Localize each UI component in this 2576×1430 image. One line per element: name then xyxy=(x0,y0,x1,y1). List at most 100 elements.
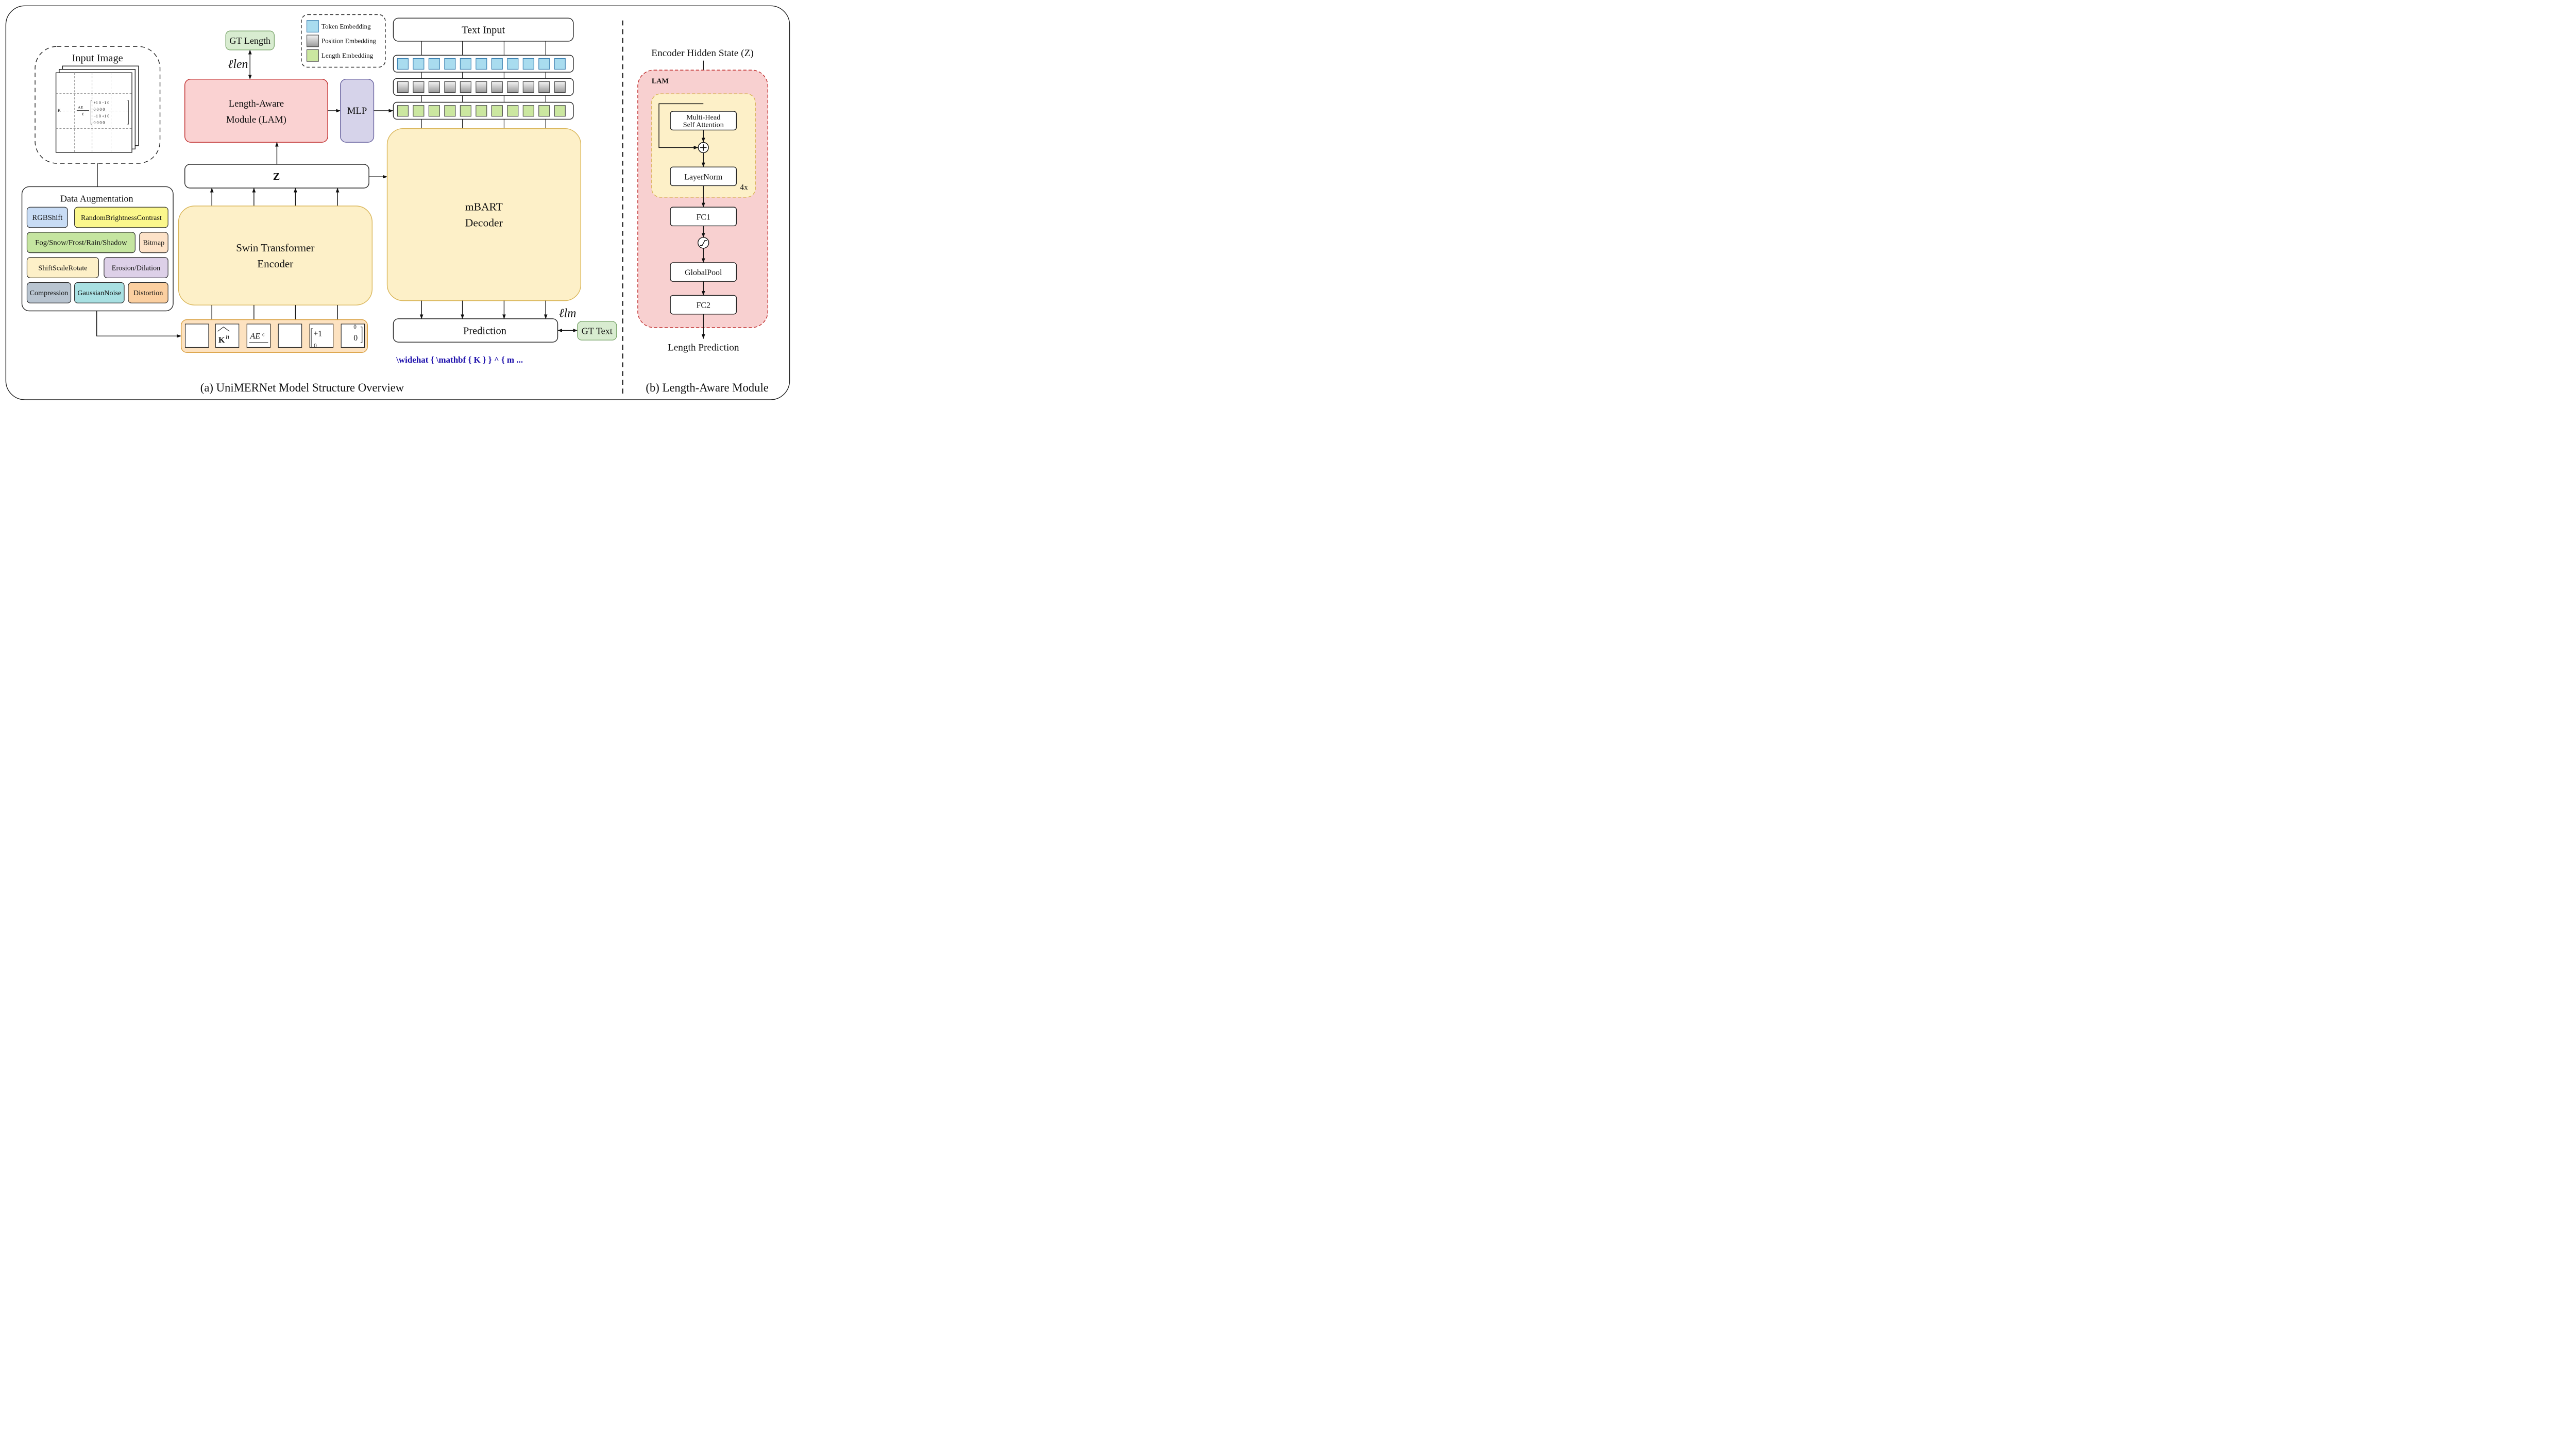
caption-left: (a) UniMERNet Model Structure Overview xyxy=(200,381,404,394)
loss-lm-label: ℓlm xyxy=(559,307,577,320)
svg-text:0: 0 xyxy=(314,343,317,349)
repeat-label: 4x xyxy=(740,183,748,192)
legend-position-swatch xyxy=(306,35,319,47)
length-embedding-cell xyxy=(491,105,503,117)
length-embedding-cell xyxy=(538,105,550,117)
fc1-box: FC1 xyxy=(670,207,737,227)
svg-text:Fog/Snow/Frost/Rain/Shadow: Fog/Snow/Frost/Rain/Shadow xyxy=(35,239,127,247)
mlp-box: MLP xyxy=(340,79,375,143)
image-patch xyxy=(246,324,271,348)
svg-text:Erosion/Dilation: Erosion/Dilation xyxy=(112,264,160,272)
svg-text:GT Length: GT Length xyxy=(229,36,270,46)
svg-text:c: c xyxy=(262,332,265,337)
token-embedding-cell xyxy=(554,58,566,70)
svg-text:FC1: FC1 xyxy=(697,213,710,222)
svg-text:0: 0 xyxy=(353,334,358,343)
position-embedding-cell xyxy=(413,81,425,93)
legend-length-label: Length Embedding xyxy=(321,52,374,59)
position-embedding-cell xyxy=(476,81,487,93)
svg-text:MLP: MLP xyxy=(347,106,367,116)
encoder-to-z-arrows xyxy=(210,188,340,206)
svg-text:AE: AE xyxy=(78,105,83,110)
length-aware-module-box: Length-Aware Module (LAM) xyxy=(184,79,328,143)
length-embedding-cell xyxy=(413,105,425,117)
token-embedding-row xyxy=(393,55,574,73)
position-embedding-cell xyxy=(507,81,519,93)
svg-text:LayerNorm: LayerNorm xyxy=(684,173,723,181)
length-embedding-cell xyxy=(476,105,487,117)
token-embedding-cell xyxy=(538,58,550,70)
token-embedding-cell xyxy=(460,58,471,70)
svg-text:Text Input: Text Input xyxy=(462,25,505,36)
svg-text:RandomBrightnessContrast: RandomBrightnessContrast xyxy=(81,214,162,222)
token-embedding-cell xyxy=(444,58,456,70)
image-patch xyxy=(309,324,334,348)
input-image-title: Input Image xyxy=(72,53,123,64)
token-embedding-cell xyxy=(397,58,409,70)
svg-text:RGBShift: RGBShift xyxy=(32,214,62,222)
globalpool-box: GlobalPool xyxy=(670,262,737,282)
position-embedding-cell xyxy=(397,81,409,93)
token-embedding-cell xyxy=(476,58,487,70)
position-embedding-cell xyxy=(460,81,471,93)
token-embedding-cell xyxy=(522,58,534,70)
text-input-box: Text Input xyxy=(393,18,574,42)
length-embedding-cell xyxy=(397,105,409,117)
swin-encoder-box: Swin Transformer Encoder xyxy=(178,206,373,305)
length-embedding-cell xyxy=(507,105,519,117)
svg-text:ShiftScaleRotate: ShiftScaleRotate xyxy=(38,264,87,272)
embedding-legend: Token Embedding Position Embedding Lengt… xyxy=(301,14,386,68)
augmentation-to-patches-arrow xyxy=(96,311,182,338)
residual-add-icon xyxy=(698,142,709,154)
position-embedding-cell xyxy=(538,81,550,93)
position-embedding-row xyxy=(393,78,574,96)
svg-text:ℓ: ℓ xyxy=(82,112,84,116)
aug-random-brightness-contrast: RandomBrightnessContrast xyxy=(74,207,168,228)
data-augmentation-title: Data Augmentation xyxy=(60,193,133,203)
input-image-panel: Input Image K AE xyxy=(35,46,161,164)
image-patch xyxy=(215,324,240,348)
mbart-decoder-box: mBART Decoder xyxy=(386,128,582,301)
aug-rgbshift: RGBShift xyxy=(26,207,68,228)
mhsa-box: Multi-Head Self Attention xyxy=(670,111,737,131)
position-embedding-cell xyxy=(491,81,503,93)
activation-icon xyxy=(698,237,709,249)
position-embedding-cell xyxy=(428,81,440,93)
lam-output-label: Length Prediction xyxy=(668,343,739,353)
latex-output: \widehat { \mathbf { K } } ^ { m ... xyxy=(396,355,523,365)
length-embedding-cell xyxy=(428,105,440,117)
svg-text:Module (LAM): Module (LAM) xyxy=(226,114,286,125)
svg-text:+1 0 −1 0: +1 0 −1 0 xyxy=(94,100,110,105)
svg-text:Compression: Compression xyxy=(30,289,69,297)
svg-text:GlobalPool: GlobalPool xyxy=(685,268,722,277)
svg-text:0 0 0 0: 0 0 0 0 xyxy=(94,120,105,125)
legend-position-label: Position Embedding xyxy=(321,37,377,45)
svg-text:Length-Aware: Length-Aware xyxy=(229,98,284,109)
length-embedding-cell xyxy=(522,105,534,117)
lam-tag: LAM xyxy=(652,77,669,86)
outer-frame xyxy=(5,5,790,400)
length-embedding-cell xyxy=(460,105,471,117)
aug-gaussian-noise: GaussianNoise xyxy=(74,282,125,303)
svg-text:0 0 0 0: 0 0 0 0 xyxy=(94,107,105,112)
residual-path xyxy=(658,103,704,149)
data-augmentation-panel: Data Augmentation RGBShift RandomBrightn… xyxy=(21,186,174,312)
gt-text-box: GT Text xyxy=(577,321,617,341)
token-embedding-cell xyxy=(413,58,425,70)
length-embedding-row xyxy=(393,101,574,120)
svg-text:Prediction: Prediction xyxy=(463,326,506,337)
image-patch xyxy=(185,324,209,348)
aug-bitmap: Bitmap xyxy=(139,232,168,253)
position-embedding-cell xyxy=(554,81,566,93)
position-embedding-cell xyxy=(522,81,534,93)
aug-distortion: Distortion xyxy=(128,282,168,303)
svg-text:Swin Transformer: Swin Transformer xyxy=(236,242,314,254)
svg-text:0: 0 xyxy=(353,324,357,330)
length-embedding-cell xyxy=(554,105,566,117)
layernorm-box: LayerNorm xyxy=(670,166,737,186)
loss-len-label: ℓlen xyxy=(228,58,248,71)
input-image-stack: K AE ℓ +1 0 −1 0 0 0 0 0 −1 0 +1 0 0 0 0… xyxy=(55,65,139,153)
aug-shift-scale-rotate: ShiftScaleRotate xyxy=(26,257,99,278)
position-embedding-cell xyxy=(444,81,456,93)
image-patch xyxy=(341,324,365,348)
